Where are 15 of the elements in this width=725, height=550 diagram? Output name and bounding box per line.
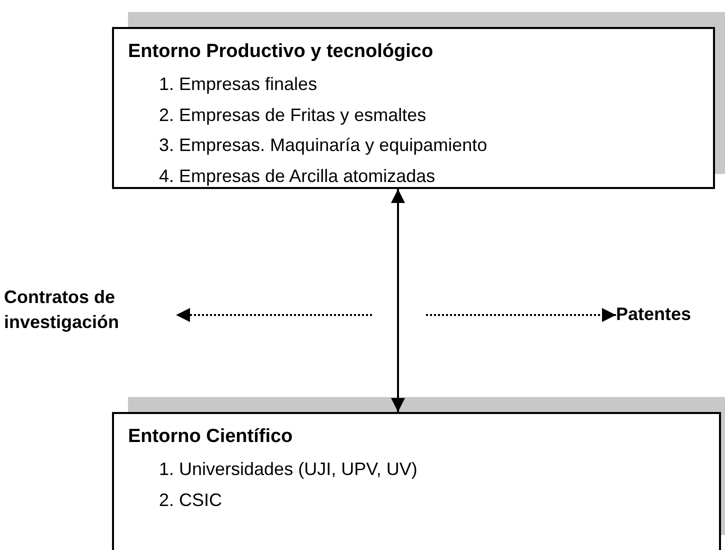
dotted-arrow xyxy=(176,308,372,322)
list-item: 2. Empresas de Fritas y esmaltes xyxy=(159,104,426,126)
box-heading: Entorno Productivo y tecnológico xyxy=(128,41,434,63)
box-heading: Entorno Científico xyxy=(128,426,293,448)
list-item: 2. CSIC xyxy=(159,490,222,510)
dotted-arrow xyxy=(426,308,616,322)
list-item: 4. Empresas de Arcilla atomizadas xyxy=(159,166,436,186)
list-item: 1. Empresas finales xyxy=(159,74,318,95)
side-label: Patentes xyxy=(616,303,692,326)
text-box xyxy=(112,27,715,189)
list-item: 1. Universidades (UJI, UPV, UV) xyxy=(159,459,418,480)
text-box xyxy=(112,412,721,550)
list-item: 3. Empresas. Maquinaría y equipamiento xyxy=(159,135,488,156)
double-arrow xyxy=(391,189,405,412)
side-label: Contratos de investigación xyxy=(4,286,120,334)
